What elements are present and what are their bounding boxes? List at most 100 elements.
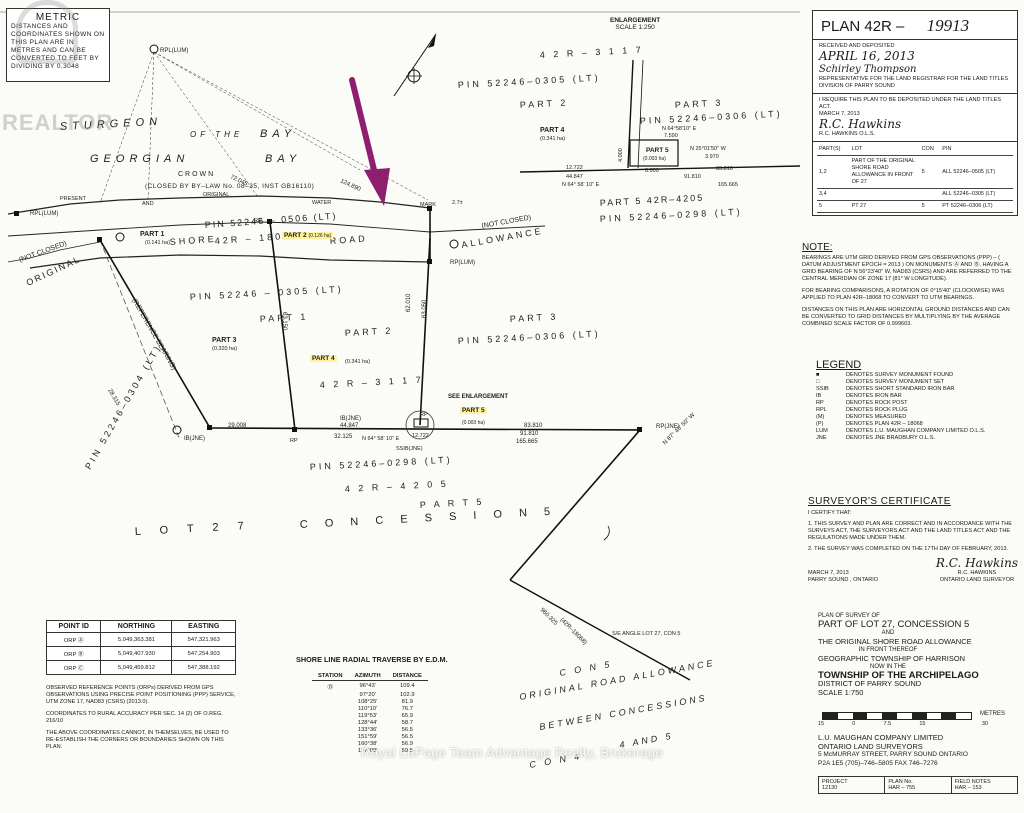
label-enl-64: N 64°58'10" E (662, 126, 697, 132)
label-part2-top: PART 2 (520, 97, 569, 110)
label-2-7: 2.7± (452, 200, 463, 206)
scale-tick: 0 (852, 721, 856, 727)
concession-line-diagonal (509, 429, 641, 581)
label-d-91810: 91.810 (520, 431, 539, 437)
table-row: 160°38'56.9 (312, 740, 428, 747)
label-r3117-mid: 4 2 R – 3 1 1 7 (320, 375, 424, 390)
label-part1-area: (0.141 ha) (145, 240, 170, 246)
label-rp3: RP (420, 412, 428, 418)
label-d-165665: 165.665 (516, 439, 538, 445)
legend-text: DENOTES SURVEY MONUMENT FOUND (846, 372, 954, 378)
label-present: PRESENT (60, 196, 87, 202)
representative-text: REPRESENTATIVE FOR THE LAND REGISTRAR FO… (819, 76, 1009, 89)
legend-symbol: (M) (816, 414, 825, 420)
scale-segment (896, 713, 912, 719)
label-ssib-jne: SSIB(JNE) (396, 446, 423, 452)
legend-symbol: LUM (816, 428, 828, 434)
label-d-124890: 124.890 (339, 178, 362, 193)
scale-tick: 15 (818, 721, 825, 727)
table-row: 97°20'102.9 (312, 691, 428, 698)
survey-title-block: PLAN OF SURVEY OF PART OF LOT 27, CONCES… (818, 612, 1018, 697)
label-rp-lum: RP(LUM) (450, 260, 475, 266)
label-enl-4000: 4.000 (618, 148, 624, 162)
traverse-cell: 109.4 (400, 683, 415, 689)
label-pin-0305-mid: PIN 52246 – 0305 (LT) (190, 284, 344, 302)
parts-cell (919, 188, 941, 201)
legend-text: DENOTES JNE BRADBURY O.L.S. (846, 435, 936, 441)
part5-highlight: PART 5 (460, 407, 487, 414)
parts-cell (849, 188, 920, 201)
parts-cell: 3,4 (817, 188, 850, 201)
label-brg-64: N 64° 58' 10" E (362, 436, 400, 442)
registry-deposit-section: RECEIVED AND DEPOSITED APRIL 16, 2013 Sc… (812, 40, 1018, 94)
legend-symbol: IB (816, 393, 822, 399)
legend-text: DENOTES ROCK PLUG (846, 407, 908, 413)
label-se-angle: S/E ANGLE LOT 27, CON 5 (612, 631, 680, 637)
parts-table: PART(S) LOT CON PIN 1,2 PART OF THE ORIG… (817, 144, 1013, 213)
traverse-header: STATION AZIMUTH DISTANCE (312, 672, 428, 681)
point-cell: 547,254.903 (171, 646, 236, 661)
traverse-cell: 102.9 (400, 691, 415, 698)
label-not-closed-right: (NOT CLOSED) (481, 214, 532, 230)
label-part5-enl-area: (0.003 ha) (643, 156, 666, 162)
label-pin-0298-top: PIN 52246–0298 (LT) (600, 207, 743, 224)
scale-segment (837, 713, 853, 719)
label-mark: MARK (420, 202, 436, 208)
label-enl-165665: 165.665 (718, 182, 738, 188)
notes-title: NOTE: (802, 242, 833, 253)
label-d-83810: 83.810 (524, 423, 543, 429)
label-part3-area: (0.320 ha) (212, 346, 237, 352)
traverse-cell: 56.5 (401, 726, 413, 733)
north-arrow (393, 33, 437, 97)
label-d-44847: 44.847 (340, 423, 359, 429)
parcel-lines (99, 210, 641, 431)
scale-segment (911, 713, 927, 719)
certificate-sign-row: MARCH 7, 2013 PARRY SOUND , ONTARIO R.C.… (808, 557, 1018, 584)
legend-text: DENOTES L.U. MAUGHAN COMPANY LIMITED O.L… (846, 428, 986, 434)
label-enl-8000: 8.000 (645, 168, 659, 174)
label-d-32125: 32.125 (334, 434, 353, 440)
point-c-marker (449, 239, 459, 249)
company-postal: P2A 1E5 (705)–746–5805 FAX 746–7276 (818, 759, 938, 767)
deposit-date-handwritten: APRIL 16, 2013 (819, 49, 915, 63)
certificate-title: SURVEYOR'S CERTIFICATE (808, 496, 951, 507)
certificate-role: ONTARIO LAND SURVEYOR (939, 577, 1015, 583)
survey-title-line: AND (881, 630, 895, 636)
traverse-cell: 96°43' (359, 683, 376, 689)
legend-text: DENOTES MEASURED (846, 414, 907, 420)
scale-segment (852, 713, 868, 719)
plan-number-value: 19913 (926, 16, 970, 35)
table-row: 119°53'65.9 (312, 712, 428, 719)
traverse-cell: 108°25' (357, 698, 378, 705)
label-rpl-lum: RPL(LUM) (160, 48, 188, 54)
traverse-cell: 56.9 (401, 740, 413, 747)
legend-symbol: SSIB (816, 386, 829, 392)
label-enl-7590: 7.590 (664, 133, 678, 139)
traverse-cell: 59.5 (401, 747, 413, 754)
brokerage-watermark: Royal LePage Team Advantage Realty, Brok… (360, 745, 664, 760)
traverse-cell: 133°36' (357, 726, 378, 733)
traverse-cell: 81.9 (401, 698, 413, 705)
traverse-col-distance: DISTANCE (386, 672, 428, 681)
lot-line-diagonal (509, 579, 691, 681)
registry-block: RECEIVED AND DEPOSITED APRIL 16, 2013 Sc… (812, 40, 1018, 216)
label-bay2: BAY (265, 153, 301, 165)
survey-title-line: PLAN OF SURVEY OF (818, 613, 880, 619)
point-b-marker (115, 232, 125, 242)
footer-plan-value: HAR – 755 (888, 785, 916, 791)
point-a-marker (172, 425, 182, 435)
survey-monuments (14, 206, 642, 432)
legend-symbol: JNE (816, 435, 827, 441)
enlargement-heading: ENLARGEMENT (610, 17, 661, 24)
notes-section: NOTE: BEARINGS ARE UTM GRID DERIVED FROM… (802, 242, 1018, 333)
traverse-col-azimuth: AZIMUTH (348, 672, 387, 681)
surveyor-signature-top: R.C. Hawkins (819, 117, 902, 131)
company-block: L.U. MAUGHAN COMPANY LIMITED ONTARIO LAN… (818, 733, 1018, 768)
require-date: MARCH 7, 2013 (819, 111, 860, 117)
enlargement-circle (405, 410, 435, 440)
label-of-the: OF THE (190, 130, 243, 139)
label-d-28315: 28.315 (106, 388, 121, 407)
scale-segment (823, 713, 838, 719)
